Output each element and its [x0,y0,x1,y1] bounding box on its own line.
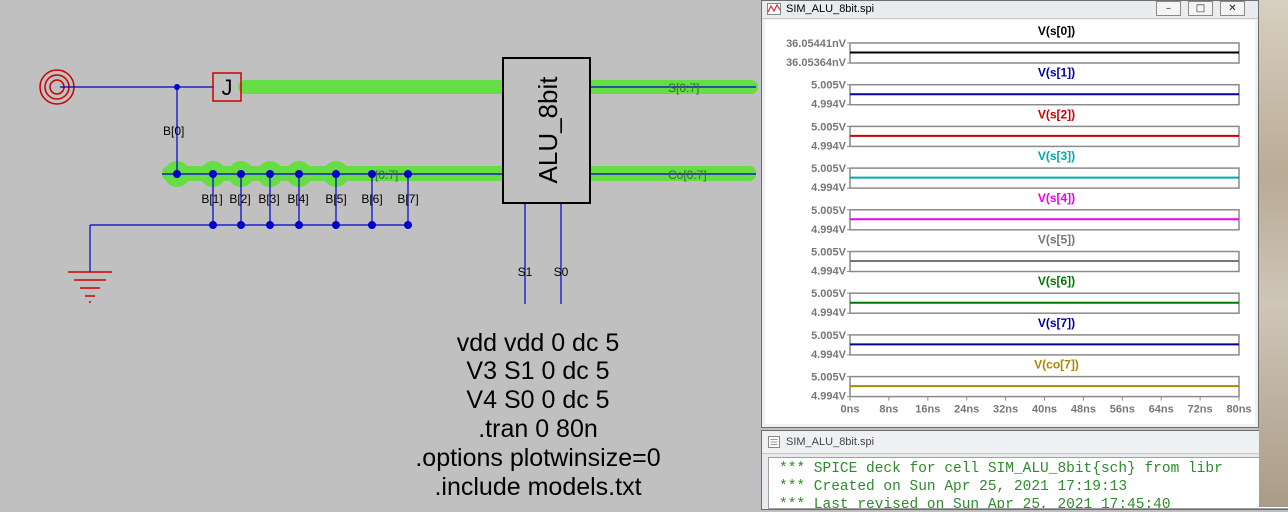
desktop-background [1259,0,1288,507]
trace-name-label: V(s[0]) [1038,24,1075,38]
y-tick-top: 5.005V [811,372,847,384]
y-tick-top: 5.005V [811,288,847,300]
wires [60,86,756,304]
spice-directive-line: vdd vdd 0 dc 5 [457,329,620,357]
junction-dots [173,84,412,229]
waveform-icon [767,3,781,15]
s1-label: S1 [518,265,533,279]
spice-line: *** Last revised on Sun Apr 25, 2021 17:… [779,497,1171,509]
y-tick-bottom: 36.05364nV [786,57,847,69]
bit-label: B[2] [229,192,250,206]
trace-name-label: V(s[6]) [1038,274,1075,288]
y-tick-top: 5.005V [811,247,847,259]
x-tick-label: 64ns [1149,404,1174,416]
y-tick-bottom: 4.994V [811,224,847,236]
alu-block-label: ALU_8bit [533,76,563,184]
bus-highlight-s [238,80,758,94]
trace-name-label: V(s[2]) [1038,107,1075,121]
x-tick-label: 80ns [1226,404,1251,416]
bit-label: B[6] [361,192,382,206]
trace-name-label: V(s[1]) [1038,66,1075,80]
trace-name-label: V(s[4]) [1038,191,1075,205]
bit-label: B[3] [258,192,279,206]
y-tick-top: 5.005V [811,330,847,342]
document-icon [768,436,780,448]
close-button[interactable]: ✕ [1220,1,1245,16]
y-tick-bottom: 4.994V [811,266,847,278]
y-tick-bottom: 4.994V [811,182,847,194]
trace-name-label: V(co[7]) [1034,358,1079,372]
spice-directives[interactable]: vdd vdd 0 dc 5 V3 S1 0 dc 5 V4 S0 0 dc 5… [415,329,660,501]
bit-label: B[5] [325,192,346,206]
bit-label: B[4] [287,192,308,206]
spice-directive-line: .include models.txt [434,473,641,501]
schematic-canvas[interactable]: J ALU_8bit B[0] S[0:7] Co[0:7] [0:7] B[1… [0,0,760,507]
x-tick-label: 72ns [1188,404,1213,416]
x-tick-label: 0ns [841,404,860,416]
alu-block[interactable] [502,57,591,204]
waveform-plot: V(s[0]) 36.05441nV 36.05364nV V(s[1]) 5.005V… [786,24,1251,416]
plot-window-title: SIM_ALU_8bit.spi [786,3,875,15]
y-tick-bottom: 4.994V [811,391,847,403]
x-tick-label: 16ns [915,404,940,416]
y-tick-top: 5.005V [811,163,847,175]
jumper-box[interactable] [212,72,242,102]
schematic-drawing: J ALU_8bit B[0] S[0:7] Co[0:7] [0:7] B[1… [39,57,758,501]
minimize-button[interactable]: – [1156,1,1181,16]
spice-directive-line: .tran 0 80n [478,415,598,443]
y-tick-top: 5.005V [811,205,847,217]
spice-directive-line: .options plotwinsize=0 [415,444,660,472]
spice-line: *** SPICE deck for cell SIM_ALU_8bit{sch… [779,461,1223,477]
spice-directive-line: V4 S0 0 dc 5 [466,386,609,414]
spice-window-titlebar[interactable]: SIM_ALU_8bit.spi [762,431,1288,454]
s-bus-label: S[0:7] [668,81,699,95]
spice-text-area[interactable]: *** SPICE deck for cell SIM_ALU_8bit{sch… [768,457,1288,509]
y-tick-top: 5.005V [811,121,847,133]
spice-deck-window[interactable]: SIM_ALU_8bit.spi *** SPICE deck for cell… [761,430,1288,510]
restore-button[interactable]: □ [1188,1,1213,16]
y-tick-bottom: 4.994V [811,349,847,361]
trace-name-label: V(s[5]) [1038,233,1075,247]
co-bus-label: Co[0:7] [668,168,707,182]
y-tick-top: 36.05441nV [786,38,847,50]
x-tick-label: 24ns [954,404,979,416]
bit-label: B[1] [201,192,222,206]
y-tick-bottom: 4.994V [811,140,847,152]
spice-directive-line: V3 S1 0 dc 5 [466,357,609,385]
plot-area[interactable]: V(s[0]) 36.05441nV 36.05364nV V(s[1]) 5.005V… [765,20,1255,424]
plot-window-titlebar[interactable]: SIM_ALU_8bit.spi – □ ✕ [762,1,1258,19]
jumper-label: J [222,75,233,100]
x-tick-label: 32ns [993,404,1018,416]
x-tick-label: 8ns [879,404,898,416]
x-tick-label: 40ns [1032,404,1057,416]
y-tick-bottom: 4.994V [811,307,847,319]
x-tick-label: 56ns [1110,404,1135,416]
b-bus-label: [0:7] [375,168,398,182]
ground-icon[interactable] [68,271,112,303]
x-tick-label: 48ns [1071,404,1096,416]
trace-name-label: V(s[7]) [1038,316,1075,330]
spice-line: *** Created on Sun Apr 25, 2021 17:19:13 [779,479,1128,495]
plot-window[interactable]: SIM_ALU_8bit.spi – □ ✕ V(s[0]) 36.05441nV… [761,0,1259,428]
y-tick-bottom: 4.994V [811,99,847,111]
spice-window-title: SIM_ALU_8bit.spi [786,436,875,448]
bit-label: B[7] [397,192,418,206]
b0-label: B[0] [163,124,184,138]
bit-labels: B[1] B[2] B[3] B[4] B[5] B[6] B[7] [201,192,418,206]
s0-label: S0 [554,265,569,279]
y-tick-top: 5.005V [811,80,847,92]
trace-name-label: V(s[3]) [1038,149,1075,163]
